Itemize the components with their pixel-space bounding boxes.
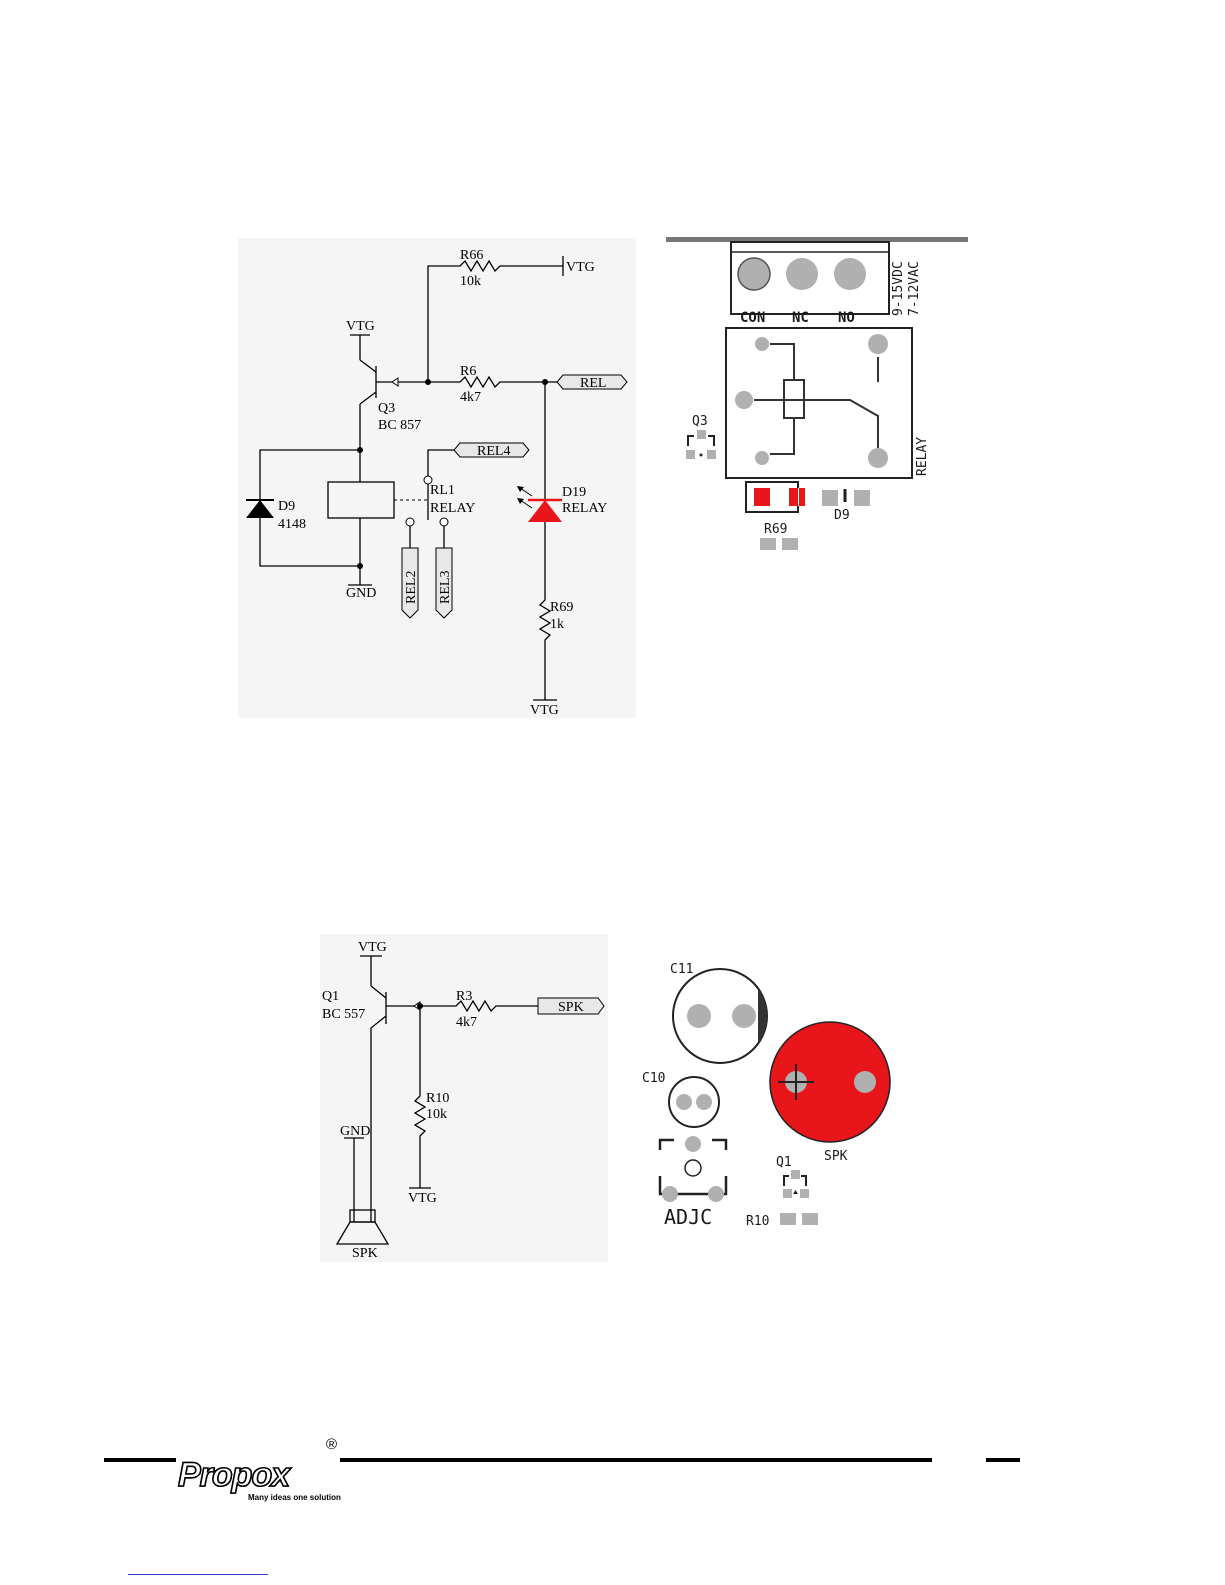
q1-pcb-label: Q1 <box>776 1155 792 1170</box>
speaker-schematic: VTG Q1 BC 557 R3 4k7 SPK R10 10k VTG GND… <box>320 934 608 1262</box>
gnd-label: GND <box>346 586 376 601</box>
vtg-label-r10: VTG <box>408 1191 437 1206</box>
footer-rule <box>0 1430 1225 1585</box>
rel-port: REL <box>580 376 606 391</box>
q1-value: BC 557 <box>322 1007 365 1022</box>
q3-ref: Q3 <box>378 401 395 416</box>
terminal-con: CON <box>740 310 765 326</box>
terminal-nc: NC <box>792 310 809 326</box>
q3-value: BC 857 <box>378 418 421 433</box>
r10-value: 10k <box>426 1107 447 1122</box>
relay-schematic: R66 10k VTG R6 4k7 REL VTG Q3 BC 857 GND <box>238 238 636 718</box>
footer-tagline: Many ideas one solution <box>248 1493 341 1502</box>
rl1-ref: RL1 <box>430 483 455 498</box>
d19-ref: D19 <box>562 485 586 500</box>
relay-pcb-label: RELAY <box>915 437 930 476</box>
r69-ref: R69 <box>550 600 573 615</box>
adjc-label: ADJC <box>664 1205 712 1229</box>
terminal-no: NO <box>838 310 855 326</box>
r69-value: 1k <box>550 617 564 632</box>
c11-label: C11 <box>670 962 693 977</box>
spk-label: SPK <box>352 1246 378 1261</box>
registered-mark: ® <box>326 1436 337 1453</box>
rel2-port: REL2 <box>404 571 419 604</box>
r69-pcb-label: R69 <box>764 522 787 537</box>
vtg-label-q1: VTG <box>358 940 387 955</box>
d9-value: 4148 <box>278 517 306 532</box>
relay-pcb: CON NC NO 9-15VDC 7-12VAC RELAY Q3 R69 <box>666 232 970 557</box>
d19-value: RELAY <box>562 501 607 516</box>
r6-value: 4k7 <box>460 390 481 405</box>
d9-ref: D9 <box>278 499 295 514</box>
spk-pcb-label: SPK <box>824 1149 848 1164</box>
gnd-label-spk: GND <box>340 1124 370 1139</box>
spk-port: SPK <box>558 1000 584 1015</box>
r3-value: 4k7 <box>456 1015 477 1030</box>
speaker-pcb: C11 C10 SPK ADJC Q1 R10 <box>636 958 896 1234</box>
r10-ref: R10 <box>426 1091 449 1106</box>
vtg-label-q3: VTG <box>346 319 375 334</box>
footer-link-underline[interactable] <box>128 1574 268 1575</box>
vtg-label-bottom: VTG <box>530 703 559 718</box>
rel4-port: REL4 <box>477 444 510 459</box>
rl1-value: RELAY <box>430 501 475 516</box>
r10-pcb-label: R10 <box>746 1214 769 1229</box>
q1-ref: Q1 <box>322 989 339 1004</box>
supply-line2: 7-12VAC <box>907 261 922 316</box>
c10-label: C10 <box>642 1071 665 1086</box>
propox-logo: Propox <box>178 1456 289 1495</box>
r66-ref: R66 <box>460 248 483 263</box>
q3-pcb-label: Q3 <box>692 414 708 429</box>
supply-line1: 9-15VDC <box>891 261 906 316</box>
r6-ref: R6 <box>460 364 476 379</box>
r3-ref: R3 <box>456 989 472 1004</box>
vtg-label-top: VTG <box>566 260 595 275</box>
rel3-port: REL3 <box>438 571 453 604</box>
r66-value: 10k <box>460 274 481 289</box>
d9-pcb-label: D9 <box>834 508 850 523</box>
